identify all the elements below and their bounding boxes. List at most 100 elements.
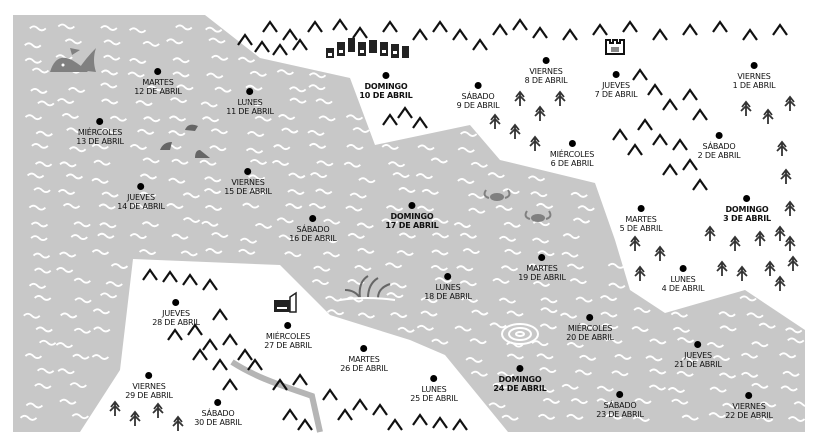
wave-icon <box>238 248 256 255</box>
stop-date: 6 DE ABRIL <box>550 159 594 168</box>
crab-icon <box>483 189 552 222</box>
location-dot-icon <box>679 265 687 272</box>
wave-icon <box>249 70 267 77</box>
wave-icon <box>349 192 367 199</box>
farmhouse-icon <box>274 291 297 313</box>
wave-icon <box>354 265 372 271</box>
stop-day: VIERNES <box>529 67 563 76</box>
stop-day: LUNES <box>670 275 696 284</box>
mountain-icon <box>262 20 278 33</box>
mountain-icon <box>612 128 628 141</box>
wave-icon <box>681 356 699 363</box>
wave-icon <box>320 237 338 244</box>
wave-icon <box>101 98 119 105</box>
wave-icon <box>503 221 521 228</box>
stop-date: 4 DE ABRIL <box>661 284 705 293</box>
stop-date: 2 DE ABRIL <box>697 151 741 160</box>
wave-icon <box>318 115 336 122</box>
wave-icon <box>128 27 147 34</box>
whale-icon <box>50 48 96 72</box>
wave-icon <box>537 413 556 420</box>
wave-icon <box>110 263 129 269</box>
stop-day: MIÉRCOLES <box>77 128 123 137</box>
mountain-icon <box>512 18 528 31</box>
wave-icon <box>206 72 224 79</box>
pine-tree-icon <box>764 260 776 276</box>
wave-icon <box>459 232 478 239</box>
wave-icon <box>645 355 663 362</box>
wave-icon <box>537 250 555 257</box>
wave-icon <box>92 308 111 315</box>
wave-icon <box>709 386 727 393</box>
wave-icon <box>24 57 42 64</box>
wave-icon <box>681 414 699 421</box>
stop-date: 17 DE ABRIL <box>385 221 439 230</box>
wave-icon <box>30 88 48 94</box>
wave-icon <box>285 203 303 209</box>
wave-icon <box>244 100 262 107</box>
location-dot-icon <box>542 57 550 64</box>
location-dot-icon <box>137 183 145 190</box>
mountain-icon <box>254 40 270 53</box>
wave-icon <box>101 191 119 198</box>
wave-icon <box>35 130 53 137</box>
wave-icon <box>203 188 222 194</box>
pine-tree-icon <box>704 225 716 241</box>
wave-icon <box>671 398 689 405</box>
wave-icon <box>278 234 296 241</box>
wave-icon <box>214 86 232 93</box>
stop-day: MARTES <box>348 355 380 364</box>
pine-tree-icon <box>172 415 184 431</box>
wave-icon <box>456 265 474 272</box>
pine-tree-icon <box>787 255 799 271</box>
shark-fin-icon <box>160 124 210 158</box>
wave-icon <box>23 312 41 319</box>
wave-icon <box>343 161 361 168</box>
wave-icon <box>540 307 558 314</box>
wave-icon <box>496 371 515 378</box>
location-dot-icon <box>516 365 524 372</box>
stop-day: VIERNES <box>737 72 771 81</box>
wave-icon <box>779 352 797 359</box>
stop-date: 10 DE ABRIL <box>359 91 413 100</box>
stop-day: DOMINGO <box>390 212 434 221</box>
wave-icon <box>667 387 686 393</box>
wave-icon <box>200 101 218 108</box>
wave-icon <box>29 25 47 32</box>
wave-icon <box>502 188 520 195</box>
location-dot-icon <box>96 118 104 125</box>
mountain-icon <box>692 178 708 191</box>
wave-icon <box>289 97 307 104</box>
wave-icon <box>129 144 148 150</box>
